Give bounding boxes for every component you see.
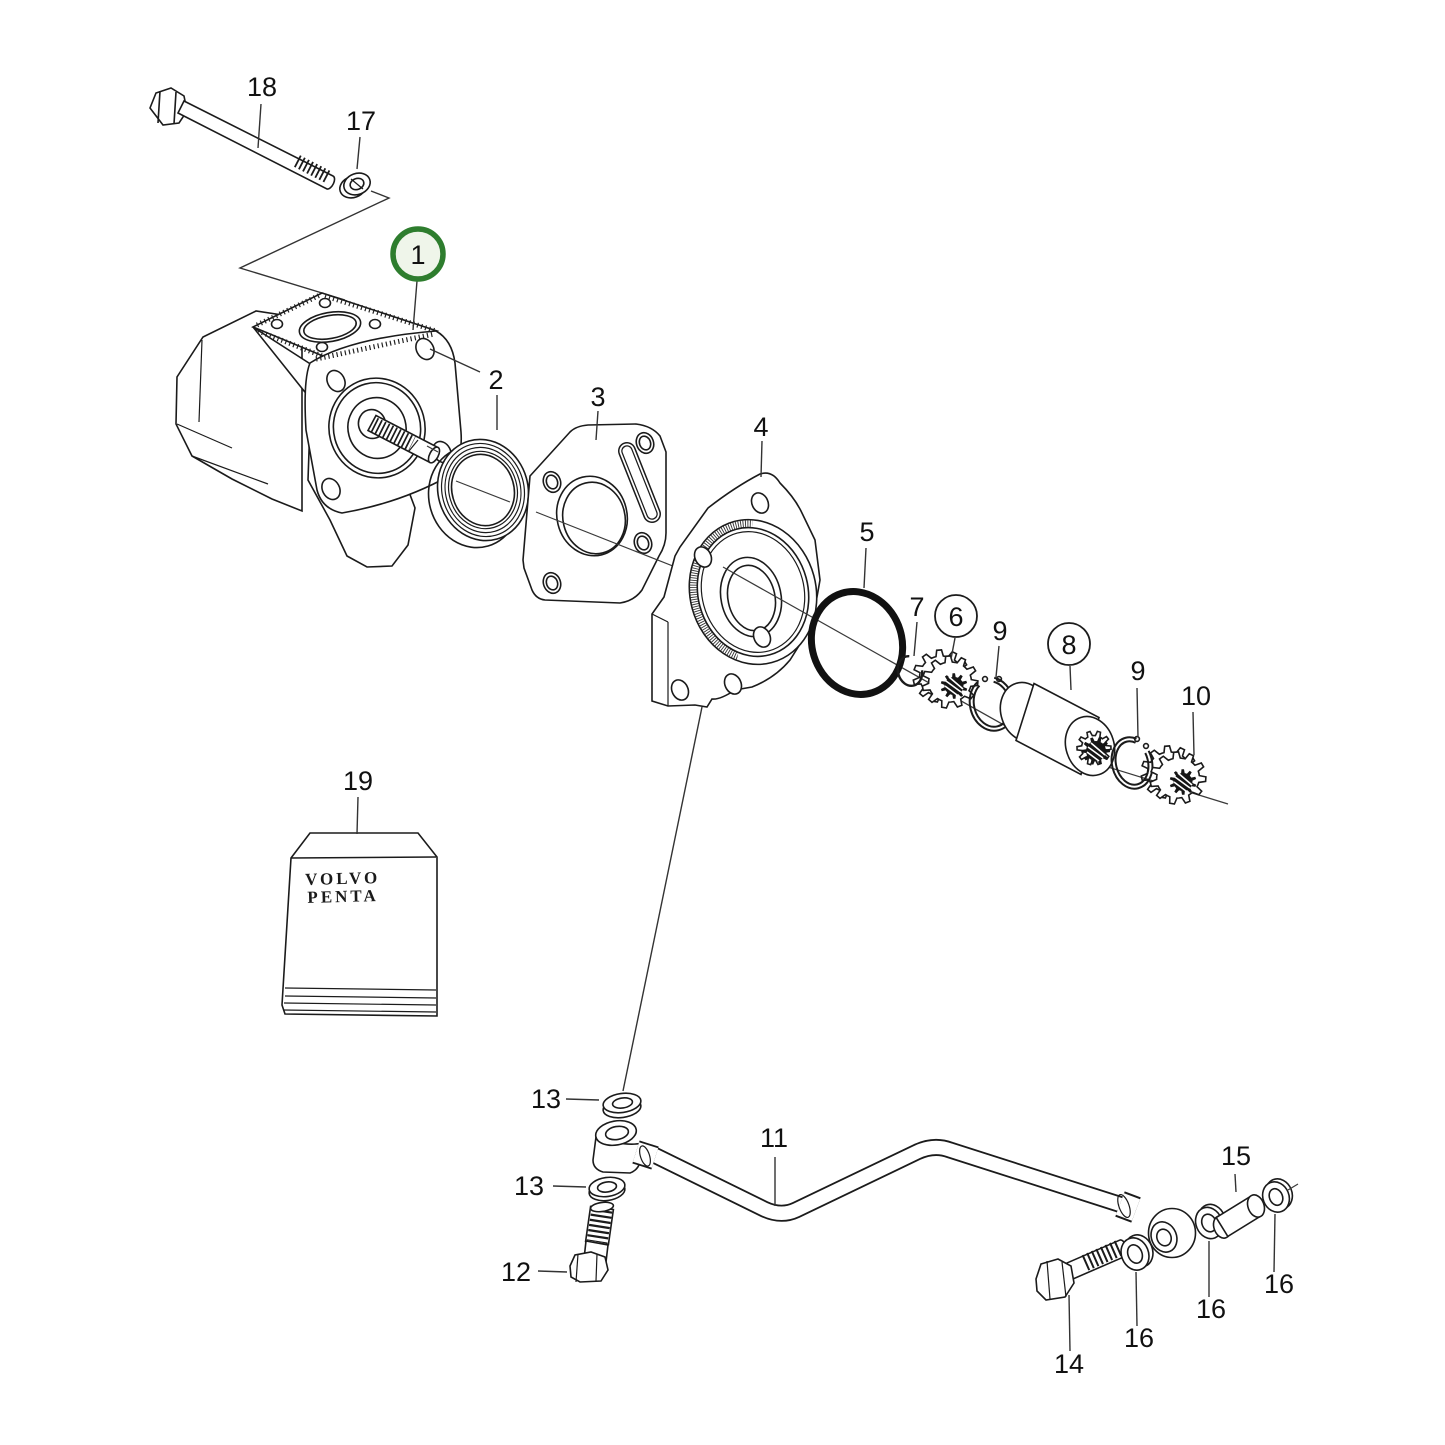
banjo-union-collar <box>594 1119 659 1170</box>
bolt-shank <box>176 99 336 190</box>
gasket-slot <box>618 442 661 523</box>
gasket-3 <box>522 423 689 604</box>
bolt-threads <box>294 155 331 183</box>
callout-7: 7 <box>909 592 924 622</box>
pump-rear-block <box>175 310 303 513</box>
adapter-flange-4 <box>651 472 1229 805</box>
bolt-18 <box>149 87 336 190</box>
axis-line <box>535 511 689 573</box>
callout-15: 15 <box>1221 1141 1251 1171</box>
banjo-bolt-14 <box>1035 1239 1129 1301</box>
callout-19: 19 <box>343 766 373 796</box>
callout-17: 17 <box>346 106 376 136</box>
callout-13a: 13 <box>531 1084 561 1114</box>
callout-circle <box>1047 622 1091 666</box>
drive-gear-6 <box>912 649 979 709</box>
ball-bore <box>1150 1221 1178 1253</box>
circlip-7 <box>896 654 924 688</box>
callout-9b: 9 <box>1130 656 1145 686</box>
coupling-sleeve-8 <box>999 681 1116 777</box>
seal-ring-2 <box>427 438 530 549</box>
nipple-15 <box>1212 1194 1266 1239</box>
callout-6: 6 <box>948 602 963 632</box>
axis-line <box>455 480 511 503</box>
banjo-eye-bore <box>604 1125 630 1141</box>
washer-16a <box>1120 1234 1154 1271</box>
callout-circle <box>934 594 978 638</box>
axis-stub <box>1287 1183 1299 1191</box>
washer-13b <box>588 1176 626 1202</box>
pipe-locator-line <box>622 706 703 1092</box>
axis-stub <box>426 445 439 453</box>
banjo-body <box>592 1135 644 1174</box>
o-ring-5 <box>807 588 907 698</box>
washer-13a <box>602 1092 642 1119</box>
callout-8-circled: 8 <box>1047 622 1091 666</box>
gasket-center-hole <box>555 475 629 557</box>
pump-part-1 <box>175 292 463 568</box>
brand-text-line1: VOLVO <box>305 868 381 889</box>
callout-3: 3 <box>590 382 605 412</box>
callout-11: 11 <box>760 1123 788 1153</box>
pipe-ball-end <box>1115 1191 1197 1259</box>
callout-12: 12 <box>501 1257 531 1287</box>
leader-lines <box>257 103 1276 1352</box>
callout-1: 1 <box>410 240 425 270</box>
flange-bolt-holes <box>321 337 452 501</box>
callout-labels: 18 17 1 2 3 4 5 7 6 9 8 9 10 19 13 13 12… <box>247 72 1294 1379</box>
snap-ring-9b <box>1110 735 1154 790</box>
callout-6-circled: 6 <box>934 594 978 638</box>
gear-10 <box>1140 745 1207 805</box>
bag-flap-fold <box>290 856 437 859</box>
bolt-head <box>1035 1258 1075 1301</box>
callout-9a: 9 <box>992 616 1007 646</box>
top-bolt-holes <box>270 297 382 353</box>
gasket-bolt-holes <box>542 431 655 595</box>
flange-bolt-holes <box>670 492 772 701</box>
callout-18: 18 <box>247 72 277 102</box>
callout-1-circled: 1 <box>390 226 446 282</box>
bolt-threads <box>1081 1240 1123 1271</box>
bolt-threads <box>586 1208 613 1244</box>
callout-16c: 16 <box>1264 1269 1294 1299</box>
washer-16c <box>1261 1178 1299 1213</box>
banjo-bolt-12 <box>569 1201 615 1283</box>
callout-10: 10 <box>1181 681 1211 711</box>
callout-13b: 13 <box>514 1171 544 1201</box>
bag-outline <box>281 832 438 1017</box>
callout-8: 8 <box>1061 630 1076 660</box>
bolt-head <box>569 1251 609 1283</box>
callout-5: 5 <box>859 517 874 547</box>
shaft-splines <box>370 417 416 452</box>
washer-17 <box>339 172 371 199</box>
parts-bag-19: VOLVO PENTA <box>281 832 438 1017</box>
axis-line <box>722 566 1044 748</box>
bolt-locator-line <box>238 190 391 301</box>
callout-16a: 16 <box>1124 1323 1154 1353</box>
seam-hatching <box>324 293 437 334</box>
callout-14: 14 <box>1054 1349 1084 1379</box>
callout-16b: 16 <box>1196 1294 1226 1324</box>
callout-4: 4 <box>753 412 768 442</box>
banjo-union <box>592 1135 644 1174</box>
brand-text-line2: PENTA <box>307 886 379 907</box>
oil-pipe-11 <box>644 1138 1131 1222</box>
callout-2: 2 <box>488 365 503 395</box>
highlight-circle <box>390 226 446 282</box>
